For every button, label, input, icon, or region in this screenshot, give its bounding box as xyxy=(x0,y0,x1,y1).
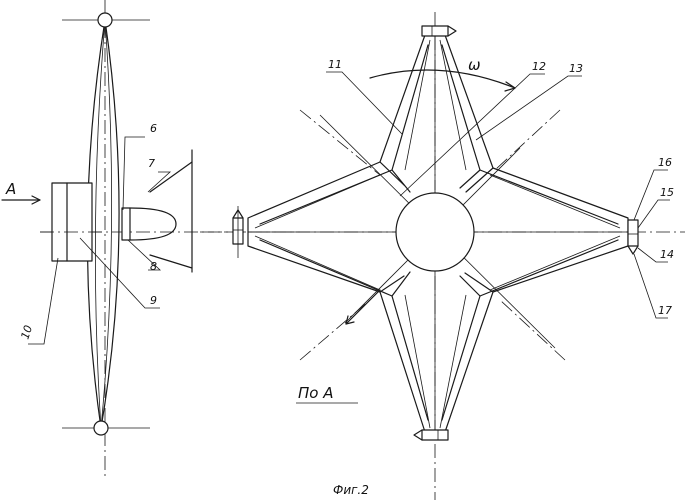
label-9: 9 xyxy=(150,294,157,307)
diag-dash-a xyxy=(300,110,380,175)
view-title: По A xyxy=(298,384,334,402)
flow-arrow xyxy=(346,290,380,324)
rotation-arc xyxy=(370,70,515,88)
diag-dash-c xyxy=(300,300,370,360)
front-view: ω 11 12 13 16 15 14 17 По A xyxy=(200,12,685,500)
side-view: A 6 7 8 9 10 xyxy=(2,0,300,478)
nozzle-right xyxy=(628,220,638,246)
nozzle-top-tip xyxy=(448,26,456,36)
leader-13 xyxy=(476,76,582,140)
label-8: 8 xyxy=(150,260,157,273)
leader-12 xyxy=(400,74,545,196)
nozzle-top xyxy=(422,26,448,36)
dome-top xyxy=(130,208,176,224)
rotation-label: ω xyxy=(468,56,481,74)
label-16: 16 xyxy=(658,156,672,169)
label-10: 10 xyxy=(18,324,35,341)
label-7: 7 xyxy=(148,157,155,170)
mount-plate xyxy=(122,208,130,240)
figure-caption: Фиг.2 xyxy=(333,483,369,497)
blade-outline-right xyxy=(101,20,119,428)
diag-dash-d xyxy=(500,300,565,360)
label-11: 11 xyxy=(328,58,342,71)
nozzle-right-tip xyxy=(628,246,638,254)
nozzle-bottom-tip xyxy=(414,430,422,440)
label-17: 17 xyxy=(658,304,672,317)
leader-15 xyxy=(638,200,670,228)
cone-line-top xyxy=(150,162,192,192)
label-12: 12 xyxy=(532,60,546,73)
label-15: 15 xyxy=(660,186,674,199)
label-13: 13 xyxy=(569,62,583,75)
diag-dash-b xyxy=(495,110,560,170)
central-hub xyxy=(396,193,474,271)
view-arrow-label: A xyxy=(5,180,16,198)
nozzle-bottom xyxy=(422,430,448,440)
hub-block xyxy=(52,183,92,261)
leader-6 xyxy=(123,137,145,210)
bottom-ball xyxy=(94,421,108,435)
label-6: 6 xyxy=(150,122,157,135)
leader-11 xyxy=(326,72,402,134)
label-14: 14 xyxy=(660,248,674,261)
leader-7 xyxy=(148,172,170,192)
top-ball xyxy=(98,13,112,27)
